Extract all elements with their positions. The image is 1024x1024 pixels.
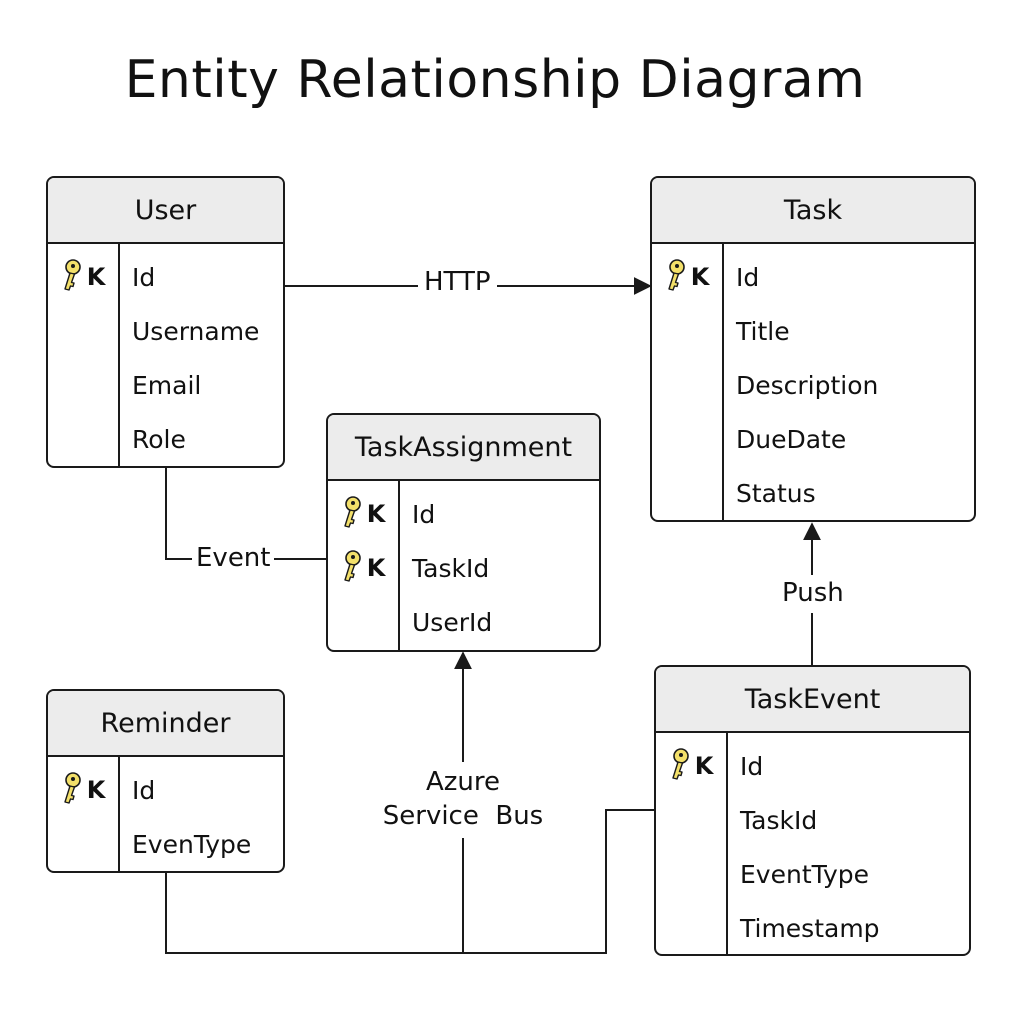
field-row: Username — [48, 304, 283, 358]
field-row: Description — [652, 358, 974, 412]
entity-header: TaskAssignment — [328, 415, 599, 481]
field-row: Role — [48, 412, 283, 466]
field-row: K Id — [48, 250, 283, 304]
field-name: EventType — [740, 859, 870, 889]
key-cell: K — [48, 771, 118, 809]
field-name: Status — [736, 478, 816, 508]
column-divider — [722, 244, 724, 520]
entity-header: TaskEvent — [656, 667, 969, 733]
field-name: Id — [740, 751, 764, 781]
key-letter: K — [366, 500, 386, 528]
field-row: K Id — [48, 763, 283, 817]
key-letter: K — [86, 776, 106, 804]
key-cell: K — [48, 258, 118, 296]
azure-label: Azure Service Bus — [380, 762, 546, 838]
key-cell: K — [652, 258, 722, 296]
key-icon — [61, 258, 85, 296]
field-row: K TaskId — [328, 541, 599, 595]
column-divider — [118, 244, 120, 466]
field-name: Role — [132, 424, 186, 454]
field-name: DueDate — [736, 424, 847, 454]
key-icon — [61, 771, 85, 809]
field-row: Email — [48, 358, 283, 412]
field-row: Status — [652, 466, 974, 520]
field-row: UserId — [328, 595, 599, 649]
key-icon — [665, 258, 689, 296]
field-name: Id — [132, 775, 156, 805]
key-cell: K — [656, 747, 726, 785]
field-name: Email — [132, 370, 202, 400]
primary-key-marker: K — [61, 771, 106, 809]
key-cell: K — [328, 495, 398, 533]
azure-bus-connector — [165, 809, 655, 954]
field-row: K Id — [656, 739, 969, 793]
azure-label-line1: Azure — [425, 767, 501, 797]
entity-header: Reminder — [48, 691, 283, 757]
column-divider — [398, 481, 400, 650]
primary-key-marker: K — [61, 258, 106, 296]
field-row: TaskId — [656, 793, 969, 847]
event-label: Event — [192, 542, 275, 576]
field-name: Description — [736, 370, 879, 400]
field-name: EvenType — [132, 829, 252, 859]
key-letter: K — [694, 752, 714, 780]
key-icon — [341, 549, 365, 587]
field-name: Id — [736, 262, 760, 292]
field-row: DueDate — [652, 412, 974, 466]
key-icon — [341, 495, 365, 533]
key-cell: K — [328, 549, 398, 587]
field-name: Id — [412, 499, 436, 529]
entity-header: User — [48, 178, 283, 244]
primary-key-marker: K — [341, 549, 386, 587]
field-name: TaskId — [412, 553, 490, 583]
diagram-title: Entity Relationship Diagram — [124, 50, 866, 110]
field-name: Timestamp — [740, 913, 880, 943]
field-row: K Id — [328, 487, 599, 541]
push-label: Push — [778, 575, 848, 613]
field-name: Id — [132, 262, 156, 292]
field-row: EventType — [656, 847, 969, 901]
field-row: Timestamp — [656, 901, 969, 954]
key-letter: K — [86, 263, 106, 291]
azure-label-line2: Service Bus — [382, 800, 544, 831]
entity-header: Task — [652, 178, 974, 244]
key-letter: K — [690, 263, 710, 291]
key-letter: K — [366, 554, 386, 582]
field-name: TaskId — [740, 805, 818, 835]
field-row: Title — [652, 304, 974, 358]
field-name: Username — [132, 316, 260, 346]
key-icon — [669, 747, 693, 785]
primary-key-marker: K — [665, 258, 710, 296]
http-label: HTTP — [418, 266, 497, 300]
column-divider — [118, 757, 120, 871]
field-name: UserId — [412, 607, 493, 637]
field-name: Title — [736, 316, 790, 346]
field-row: K Id — [652, 250, 974, 304]
primary-key-marker: K — [341, 495, 386, 533]
primary-key-marker: K — [669, 747, 714, 785]
column-divider — [726, 733, 728, 954]
field-row: EvenType — [48, 817, 283, 871]
